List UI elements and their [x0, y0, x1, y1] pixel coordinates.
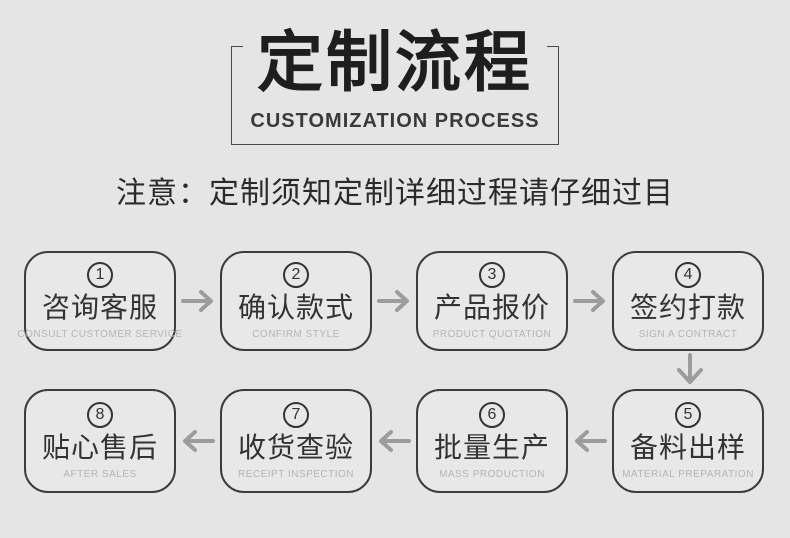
step-number: 6 — [487, 406, 497, 424]
step-number-badge: 7 — [283, 402, 309, 429]
arrow-right-icon — [372, 288, 416, 314]
step-title-zh: 收货查验 — [237, 432, 354, 464]
step-number: 7 — [291, 406, 301, 424]
step-title-zh: 咨询客服 — [41, 292, 158, 324]
arrow-down-icon — [672, 353, 708, 392]
step-number-badge: 5 — [675, 402, 701, 429]
step-title-zh: 确认款式 — [237, 292, 354, 324]
page-subtitle: CUSTOMIZATION PROCESS — [250, 110, 540, 132]
step-title-en: RECEIPT INSPECTION — [237, 468, 355, 480]
step-number-badge: 4 — [675, 262, 701, 289]
flow-connector-row — [24, 351, 766, 389]
arrow-left-icon — [372, 428, 416, 454]
step-card-5: 5 备料出样 MATERIAL PREPARATION — [612, 389, 764, 493]
step-card-1: 1 咨询客服 CONSULT CUSTOMER SERVICE — [17, 251, 182, 351]
step-title-en: CONFIRM STYLE — [252, 328, 340, 340]
step-number: 5 — [683, 406, 693, 424]
arrow-right-icon — [176, 288, 220, 314]
step-title-en: PRODUCT QUOTATION — [432, 328, 552, 340]
step-title-en: CONSULT CUSTOMER SERVICE — [17, 328, 183, 340]
flow-row-bottom: 8 贴心售后 AFTER SALES 7 收货查验 RECEIPT INSPEC… — [24, 389, 766, 493]
step-card-4: 4 签约打款 SIGN A CONTRACT — [612, 251, 764, 351]
step-number: 2 — [291, 266, 301, 284]
step-title-zh: 产品报价 — [433, 292, 550, 324]
step-number-badge: 8 — [87, 402, 113, 429]
page-title: 定制流程 — [243, 24, 547, 102]
process-flow: 1 咨询客服 CONSULT CUSTOMER SERVICE 2 确认款式 C… — [17, 251, 766, 493]
step-title-zh: 签约打款 — [629, 292, 746, 324]
step-title-zh: 贴心售后 — [41, 432, 158, 464]
notice-text: 注意：定制须知定制详细过程请仔细过目 — [116, 177, 674, 210]
step-number: 3 — [487, 266, 497, 284]
arrow-left-icon — [176, 428, 220, 454]
step-title-en: MATERIAL PREPARATION — [622, 468, 754, 480]
step-title-zh: 批量生产 — [433, 432, 550, 464]
step-title-en: MASS PRODUCTION — [439, 468, 545, 480]
step-title-en: SIGN A CONTRACT — [638, 328, 738, 340]
step-card-6: 6 批量生产 MASS PRODUCTION — [416, 389, 568, 493]
step-number-badge: 2 — [283, 262, 309, 289]
step-number: 4 — [683, 266, 693, 284]
step-card-8: 8 贴心售后 AFTER SALES — [24, 389, 176, 493]
arrow-left-icon — [568, 428, 612, 454]
step-number: 8 — [95, 406, 105, 424]
arrow-right-icon — [568, 288, 612, 314]
step-card-7: 7 收货查验 RECEIPT INSPECTION — [220, 389, 372, 493]
step-card-2: 2 确认款式 CONFIRM STYLE — [220, 251, 372, 351]
title-block: 定制流程 CUSTOMIZATION PROCESS — [231, 24, 559, 145]
step-number: 1 — [95, 266, 105, 284]
step-title-en: AFTER SALES — [63, 468, 137, 480]
flow-row-top: 1 咨询客服 CONSULT CUSTOMER SERVICE 2 确认款式 C… — [17, 251, 766, 351]
step-number-badge: 3 — [479, 262, 505, 289]
step-number-badge: 6 — [479, 402, 505, 429]
step-number-badge: 1 — [87, 262, 113, 289]
step-title-zh: 备料出样 — [629, 432, 746, 464]
step-card-3: 3 产品报价 PRODUCT QUOTATION — [416, 251, 568, 351]
